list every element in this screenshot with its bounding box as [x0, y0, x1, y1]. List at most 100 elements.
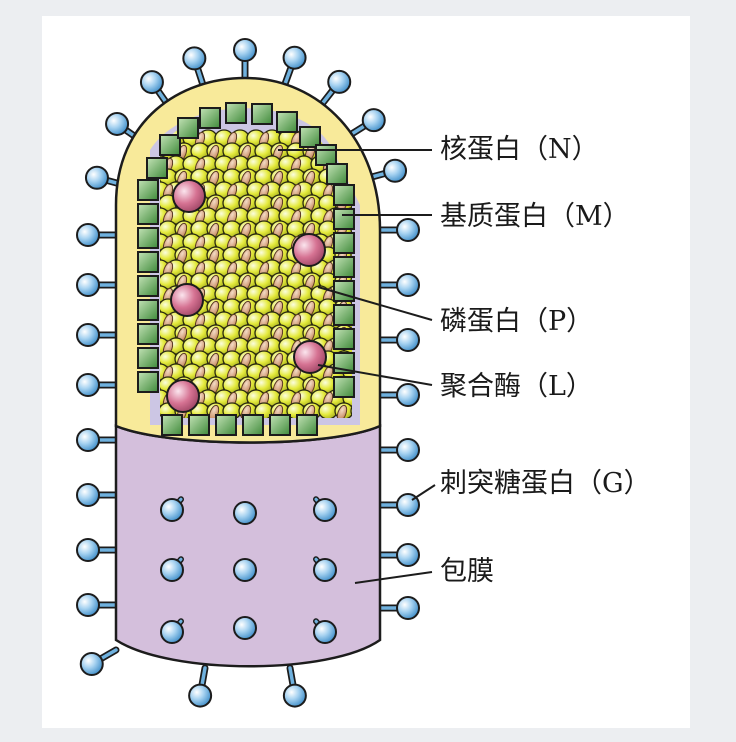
- matrix-protein: [137, 275, 159, 297]
- spike-head: [84, 165, 109, 190]
- surface-glycoprotein-head: [233, 616, 257, 640]
- surface-glycoprotein: [313, 556, 337, 582]
- matrix-protein: [137, 203, 159, 225]
- spike-glycoprotein: [76, 428, 120, 452]
- matrix-protein: [137, 347, 159, 369]
- polymerase-sphere: [166, 379, 200, 413]
- surface-glycoprotein: [233, 558, 257, 582]
- spike-glycoprotein: [76, 323, 120, 347]
- matrix-protein: [333, 280, 355, 302]
- spike-head: [76, 223, 100, 247]
- surface-glycoprotein-head: [160, 620, 184, 644]
- surface-glycoprotein-head: [313, 498, 337, 522]
- matrix-protein: [333, 184, 355, 206]
- spike-glycoprotein: [376, 438, 420, 462]
- spike-head: [396, 596, 420, 620]
- surface-glycoprotein-head: [233, 501, 257, 525]
- matrix-protein: [188, 414, 210, 436]
- spike-glycoproteins: [76, 38, 420, 708]
- matrix-protein: [269, 414, 291, 436]
- spike-head: [396, 328, 420, 352]
- spike-glycoprotein: [76, 273, 120, 297]
- matrix-protein: [333, 328, 355, 350]
- matrix-protein: [146, 157, 168, 179]
- matrix-protein: [296, 414, 318, 436]
- matrix-protein: [242, 414, 264, 436]
- matrix-protein: [333, 232, 355, 254]
- matrix-protein: [137, 179, 159, 201]
- spike-head: [139, 70, 164, 95]
- spike-glycoprotein: [79, 646, 120, 676]
- spike-head: [182, 46, 207, 71]
- surface-glycoprotein-head: [160, 498, 184, 522]
- spike-head: [76, 593, 100, 617]
- surface-glycoprotein: [160, 556, 184, 582]
- spike-glycoprotein: [318, 69, 352, 108]
- matrix-protein: [333, 304, 355, 326]
- spike-head: [282, 683, 307, 708]
- matrix-protein: [137, 371, 159, 393]
- spike-head: [76, 373, 100, 397]
- spike-glycoprotein: [376, 543, 420, 567]
- spike-glycoprotein: [376, 328, 420, 352]
- matrix-protein: [225, 102, 247, 124]
- surface-glycoprotein-head: [160, 558, 184, 582]
- leader-line-glycoprotein: [411, 484, 436, 501]
- spike-glycoprotein: [376, 383, 420, 407]
- spike-head: [282, 45, 307, 70]
- matrix-protein: [333, 256, 355, 278]
- spike-head: [105, 111, 130, 136]
- spike-glycoprotein: [376, 273, 420, 297]
- matrix-protein: [333, 376, 355, 398]
- surface-glycoprotein: [313, 496, 337, 522]
- surface-glycoprotein-head: [313, 620, 337, 644]
- surface-glycoprotein: [233, 616, 257, 640]
- polymerase-sphere: [293, 340, 327, 374]
- spike-glycoprotein: [182, 46, 207, 89]
- spike-glycoprotein: [281, 45, 307, 88]
- matrix-protein: [326, 163, 348, 185]
- spike-glycoprotein: [76, 483, 120, 507]
- surface-glycoproteins: [160, 496, 337, 644]
- surface-glycoprotein: [160, 496, 184, 522]
- matrix-protein: [276, 111, 298, 133]
- matrix-protein: [161, 414, 183, 436]
- spike-glycoprotein: [376, 596, 420, 620]
- matrix-protein: [199, 107, 221, 129]
- spike-glycoprotein: [376, 218, 420, 242]
- spike-glycoprotein: [346, 108, 386, 139]
- spike-head: [76, 323, 100, 347]
- spike-glycoprotein: [282, 664, 307, 708]
- leader-line-polymerase: [317, 364, 433, 386]
- spike-glycoprotein: [376, 493, 420, 517]
- surface-glycoprotein: [233, 501, 257, 525]
- matrix-protein: [251, 103, 273, 125]
- label-matrix-protein: 基质蛋白（M）: [440, 201, 630, 232]
- matrix-protein: [137, 227, 159, 249]
- spike-glycoprotein: [139, 70, 172, 109]
- spike-glycoprotein: [76, 373, 120, 397]
- matrix-protein: [333, 208, 355, 230]
- matrix-protein: [137, 323, 159, 345]
- polymerase-sphere: [292, 233, 326, 267]
- polymerase-sphere: [172, 179, 206, 213]
- spike-head: [76, 538, 100, 562]
- spike-head: [327, 69, 352, 94]
- matrix-protein: [299, 126, 321, 148]
- matrix-protein: [315, 144, 337, 166]
- spike-glycoprotein: [188, 664, 213, 708]
- surface-glycoprotein: [160, 618, 184, 644]
- label-phosphoprotein: 磷蛋白（P）: [440, 306, 593, 337]
- spike-head: [361, 108, 386, 133]
- leader-lines: [278, 149, 436, 584]
- nucleoprotein-bead: [318, 402, 338, 418]
- polymerase-sphere: [170, 283, 204, 317]
- label-envelope: 包膜: [440, 556, 494, 587]
- spike-glycoprotein: [76, 538, 120, 562]
- phosphoprotein: [336, 404, 348, 418]
- spike-head: [76, 273, 100, 297]
- matrix-protein: [137, 251, 159, 273]
- label-nucleoprotein: 核蛋白（N）: [440, 134, 599, 165]
- spike-head: [383, 158, 408, 183]
